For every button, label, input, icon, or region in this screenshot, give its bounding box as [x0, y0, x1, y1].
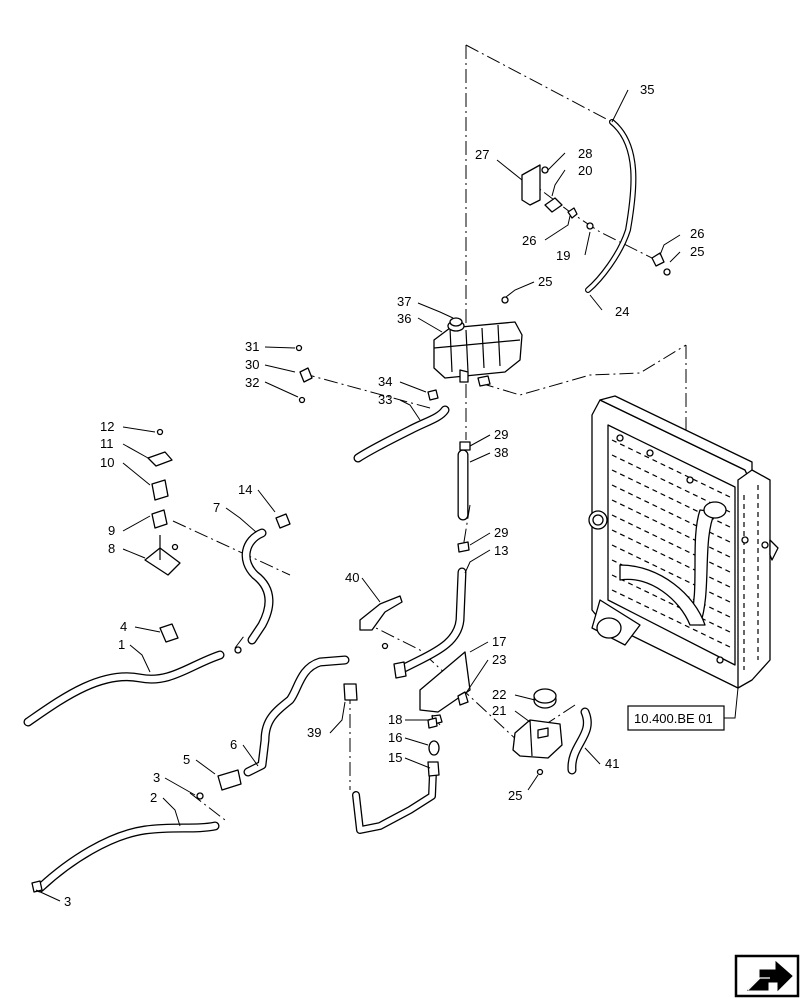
callout-25: 25	[508, 788, 522, 803]
callout-21: 21	[492, 703, 506, 718]
callout-32: 32	[245, 375, 259, 390]
callout-numbers: 35 27 28 20 26 19 26 25 25 24 37 36 31 3…	[64, 82, 704, 909]
callout-34: 34	[378, 374, 392, 389]
callout-24: 24	[615, 304, 629, 319]
fasteners-30-32	[295, 344, 439, 404]
callout-25: 25	[690, 244, 704, 259]
callout-10: 10	[100, 455, 114, 470]
callout-35: 35	[640, 82, 654, 97]
callout-5: 5	[183, 752, 190, 767]
overflow-hose	[585, 119, 637, 293]
callout-18: 18	[388, 712, 402, 727]
hose-41	[567, 707, 592, 775]
callout-1: 1	[118, 637, 125, 652]
hose-38-13	[393, 441, 471, 679]
callout-37: 37	[397, 294, 411, 309]
bracket-40	[359, 595, 403, 650]
callout-25: 25	[538, 274, 552, 289]
callout-19: 19	[556, 248, 570, 263]
callout-14: 14	[238, 482, 252, 497]
callout-30: 30	[245, 357, 259, 372]
callout-31: 31	[245, 339, 259, 354]
callout-15: 15	[388, 750, 402, 765]
callout-3: 3	[64, 894, 71, 909]
callout-26: 26	[522, 233, 536, 248]
bracket-27	[501, 164, 671, 304]
callout-11: 11	[100, 436, 114, 451]
callout-22: 22	[492, 687, 506, 702]
radiator-assembly	[588, 395, 779, 689]
callout-20: 20	[578, 163, 592, 178]
hose-2	[31, 821, 220, 893]
callout-36: 36	[397, 311, 411, 326]
arrow-next-icon[interactable]	[734, 954, 800, 998]
callout-38: 38	[494, 445, 508, 460]
reference-link[interactable]: 10.400.BE 01	[627, 705, 725, 731]
callout-13: 13	[494, 543, 508, 558]
callout-26: 26	[690, 226, 704, 241]
callout-17: 17	[492, 634, 506, 649]
callout-27: 27	[475, 147, 489, 162]
callout-40: 40	[345, 570, 359, 585]
callout-29: 29	[494, 427, 508, 442]
callout-9: 9	[108, 523, 115, 538]
callout-29: 29	[494, 525, 508, 540]
plate-17-23	[419, 651, 471, 725]
hose-33	[353, 405, 450, 463]
callout-39: 39	[307, 725, 321, 740]
assembly-lines	[172, 44, 687, 821]
reference-label[interactable]: 10.400.BE 01	[634, 711, 713, 726]
hose-15-39	[343, 683, 440, 834]
callout-8: 8	[108, 541, 115, 556]
hose-7	[234, 513, 291, 654]
callout-16: 16	[388, 730, 402, 745]
callout-23: 23	[492, 652, 506, 667]
callout-12: 12	[100, 419, 114, 434]
callout-33: 33	[378, 392, 392, 407]
hose-1	[23, 623, 225, 727]
expansion-tank	[433, 317, 523, 387]
callout-3: 3	[153, 770, 160, 785]
reservoir-21	[512, 688, 563, 776]
hose-6	[196, 655, 350, 800]
callout-28: 28	[578, 146, 592, 161]
callout-2: 2	[150, 790, 157, 805]
clip-stack-8-12	[144, 428, 181, 576]
callout-7: 7	[213, 500, 220, 515]
callout-41: 41	[605, 756, 619, 771]
leader-lines	[35, 89, 739, 902]
callout-4: 4	[120, 619, 127, 634]
callout-6: 6	[230, 737, 237, 752]
